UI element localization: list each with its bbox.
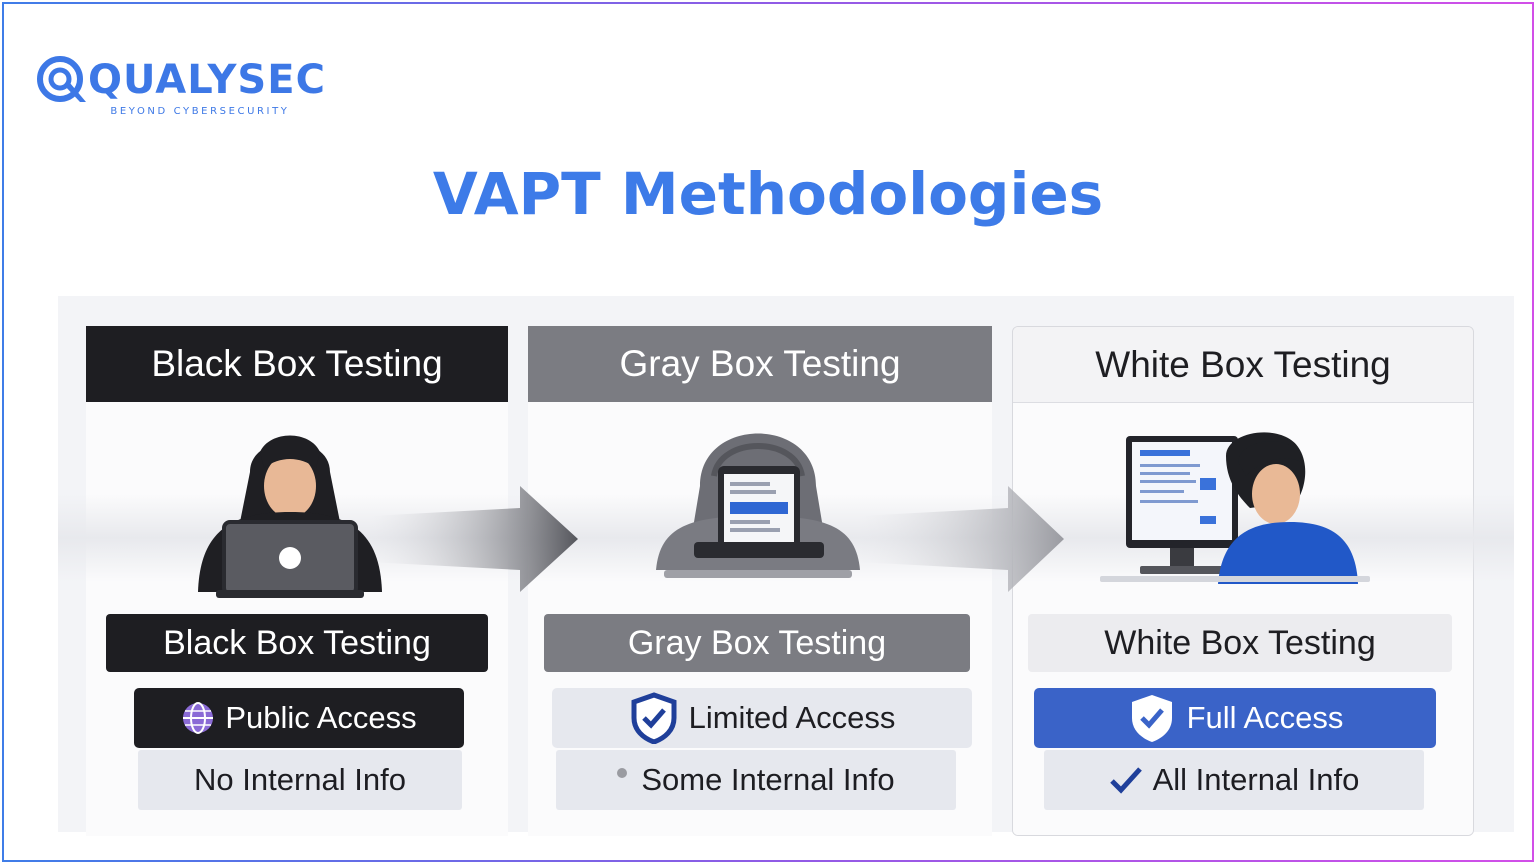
info-label: All Internal Info xyxy=(1152,762,1360,797)
logo-tagline: BEYOND CYBERSECURITY xyxy=(110,106,290,117)
column-header: Gray Box Testing xyxy=(528,326,992,402)
checkmark-icon xyxy=(1109,765,1143,795)
arrow-right-icon xyxy=(858,486,1064,592)
shield-check-icon xyxy=(629,692,679,744)
method-label: Gray Box Testing xyxy=(544,614,970,672)
info-note: All Internal Info xyxy=(1044,750,1424,810)
info-note: No Internal Info xyxy=(138,750,462,810)
globe-icon xyxy=(181,701,215,735)
column-header: Black Box Testing xyxy=(86,326,508,402)
info-note: Some Internal Info xyxy=(556,750,956,810)
method-label: Black Box Testing xyxy=(106,614,488,672)
access-label: Full Access xyxy=(1186,700,1344,735)
page-title: VAPT Methodologies xyxy=(432,160,1104,228)
access-label: Limited Access xyxy=(688,700,896,735)
method-label: White Box Testing xyxy=(1028,614,1452,672)
arrow-right-icon xyxy=(370,486,578,592)
access-label: Public Access xyxy=(225,700,417,735)
qualysec-logo: QUALYSEC BEYOND CYBERSECURITY xyxy=(34,52,326,117)
info-label: Some Internal Info xyxy=(641,762,895,797)
person-at-computer-icon xyxy=(1100,432,1370,584)
access-pill: Public Access xyxy=(134,688,464,748)
access-pill: Limited Access xyxy=(552,688,972,748)
column-header: White Box Testing xyxy=(1013,327,1473,403)
info-label: No Internal Info xyxy=(194,762,406,797)
logo-q-icon xyxy=(37,56,86,102)
hooded-hacker-icon xyxy=(198,435,382,598)
bullet-dot-icon xyxy=(617,768,628,778)
logo-wordmark: QUALYSEC xyxy=(88,57,326,103)
gray-hooded-figure-icon xyxy=(656,433,860,578)
access-pill: Full Access xyxy=(1034,688,1436,748)
shield-check-icon xyxy=(1127,692,1177,744)
